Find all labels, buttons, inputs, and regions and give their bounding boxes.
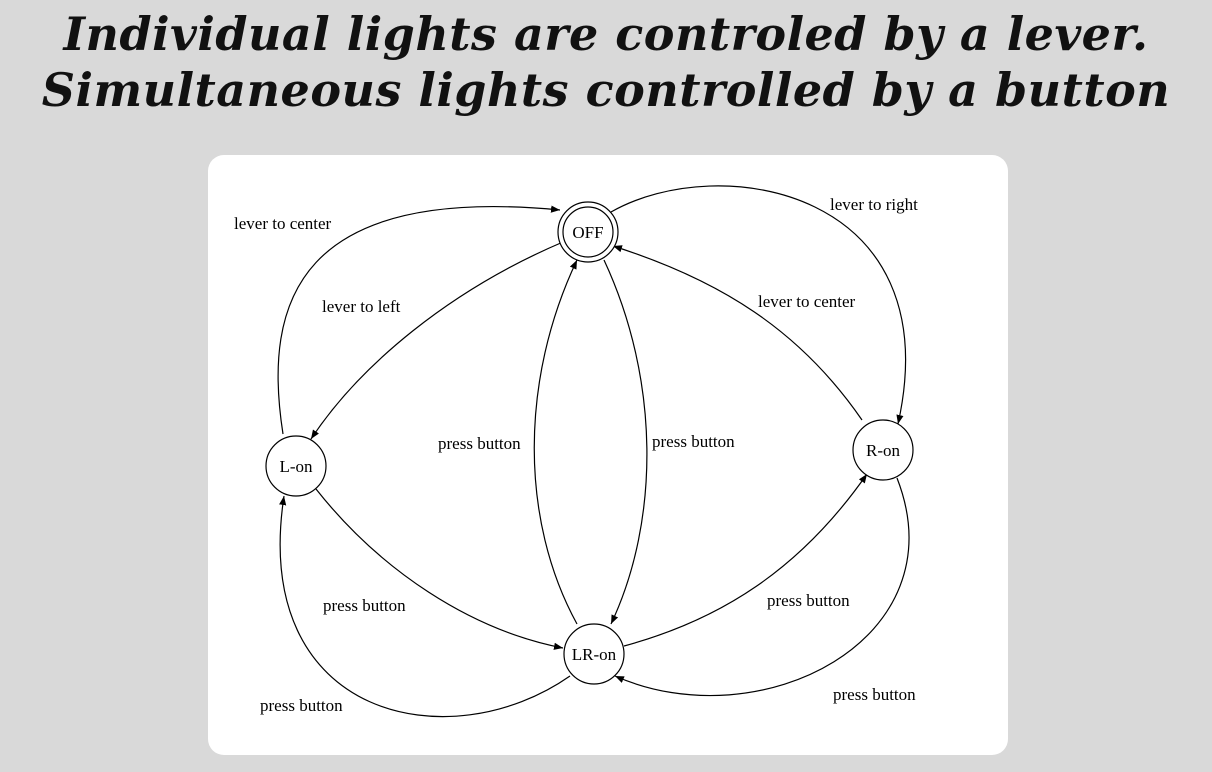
label-lr-on-to-l-on: press button — [260, 696, 343, 715]
edge-l-on-to-lr-on — [315, 488, 564, 650]
label-off-to-l-on: lever to left — [322, 297, 401, 316]
label-lr-on-to-r-on: press button — [767, 591, 850, 610]
state-l-on-label: L-on — [279, 457, 313, 476]
title-line-2: Simultaneous lights controlled by a butt… — [41, 63, 1171, 117]
label-off-to-r-on: lever to right — [830, 195, 918, 214]
edge-lr-on-to-off — [533, 259, 578, 625]
edge-lr-on-to-r-on — [623, 473, 868, 647]
label-r-on-to-off: lever to center — [758, 292, 856, 311]
label-l-on-to-off: lever to center — [234, 214, 332, 233]
state-r-on: R-on — [852, 419, 914, 481]
state-off-label: OFF — [572, 223, 603, 242]
edge-off-to-r-on — [610, 185, 906, 425]
state-lr-on-label: LR-on — [572, 645, 617, 664]
label-l-on-to-lr-on: press button — [323, 596, 406, 615]
state-off: OFF — [557, 201, 619, 263]
state-l-on: L-on — [265, 435, 327, 497]
state-lr-on: LR-on — [563, 623, 625, 685]
label-off-to-lr-on: press button — [652, 432, 735, 451]
page-title: Individual lights are controled by a lev… — [0, 6, 1212, 118]
edge-off-to-lr-on — [603, 259, 648, 625]
edge-r-on-to-off — [612, 245, 863, 421]
edge-l-on-to-off — [277, 205, 561, 435]
edge-r-on-to-lr-on — [614, 477, 910, 697]
label-r-on-to-lr-on: press button — [833, 685, 916, 704]
edge-off-to-l-on — [310, 241, 564, 440]
label-lr-on-to-off: press button — [438, 434, 521, 453]
state-r-on-label: R-on — [866, 441, 901, 460]
title-line-1: Individual lights are controled by a lev… — [63, 7, 1149, 61]
edge-lr-on-to-l-on — [279, 495, 571, 718]
